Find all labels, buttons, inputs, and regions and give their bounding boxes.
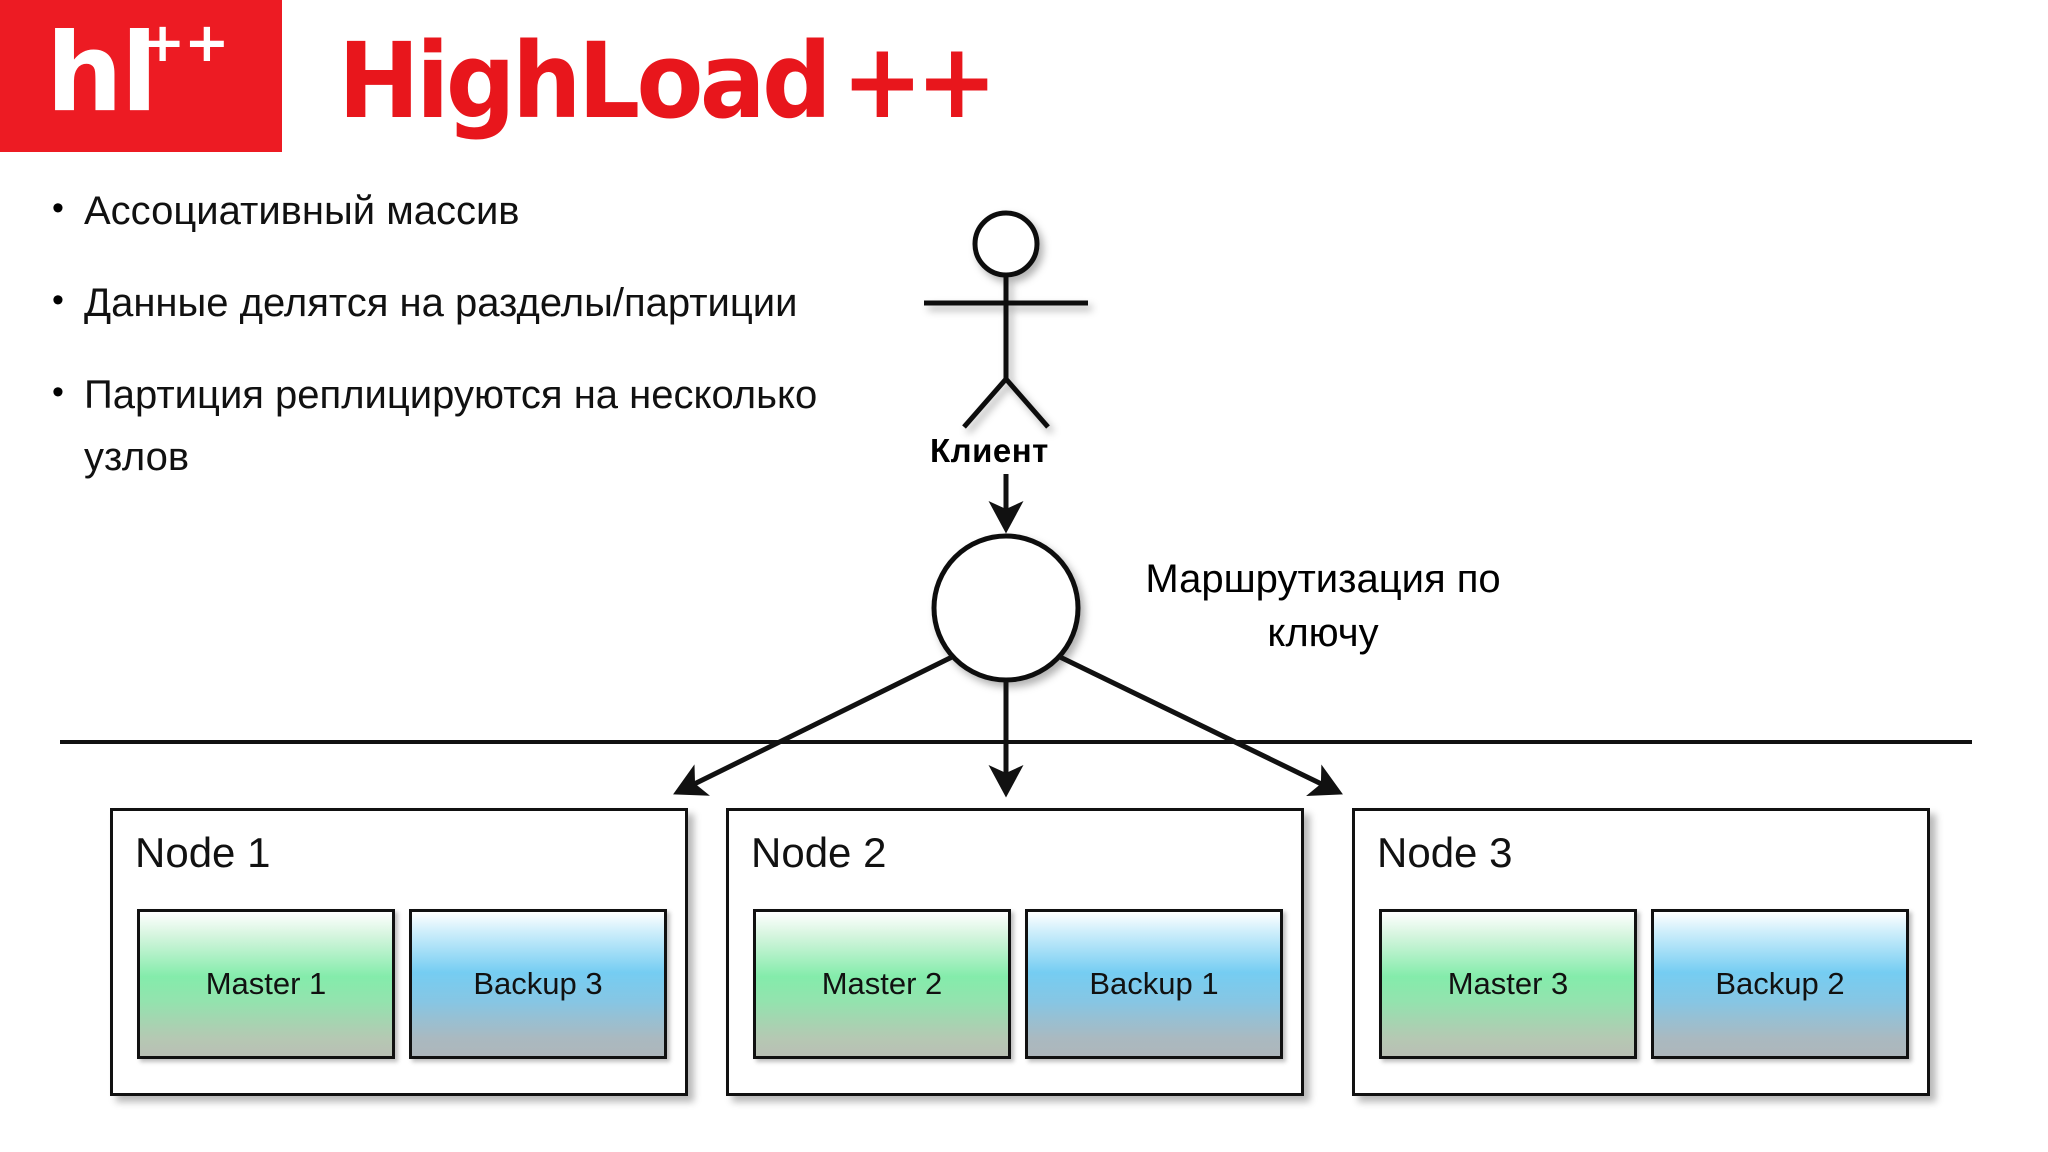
bullet-text: Данные делятся на разделы/партиции	[84, 281, 798, 325]
partition-backup[interactable]: Backup 3	[409, 909, 667, 1059]
client-actor-icon	[924, 210, 1088, 429]
router-to-node3-arrow	[1058, 654, 1343, 796]
bullet-dot-icon: •	[52, 189, 64, 227]
routing-label: Маршрутизация по ключу	[1145, 557, 1501, 655]
bullet-text: Партиция реплицируются на несколько узло…	[84, 373, 818, 479]
router-to-node1-arrow	[673, 654, 954, 796]
list-item: • Данные делятся на разделы/партиции	[44, 272, 884, 334]
bullet-dot-icon: •	[52, 281, 64, 319]
node-box-1[interactable]: Node 1 Master 1 Backup 3	[110, 808, 688, 1096]
client-label: Клиент	[930, 432, 1049, 469]
wordmark-main-text: HighLoad	[338, 20, 832, 142]
partition-master[interactable]: Master 3	[1379, 909, 1637, 1059]
node-title: Node 3	[1377, 829, 1513, 876]
partition-backup[interactable]: Backup 1	[1025, 909, 1283, 1059]
bullet-dot-icon: •	[52, 373, 64, 411]
highload-logo-badge: hl ++	[0, 0, 282, 152]
logo-plusplus-text: ++	[140, 11, 229, 74]
partition-label: Backup 2	[1715, 966, 1845, 1001]
node-title: Node 2	[751, 829, 887, 876]
routing-node-circle	[931, 533, 1081, 683]
partition-label: Master 3	[1447, 966, 1569, 1001]
highload-wordmark: HighLoad++	[338, 20, 998, 142]
partition-label: Master 1	[205, 966, 327, 1001]
partition-backup[interactable]: Backup 2	[1651, 909, 1909, 1059]
partition-label: Master 2	[821, 966, 943, 1001]
partition-master[interactable]: Master 2	[753, 909, 1011, 1059]
wordmark-plus-text: ++	[841, 20, 997, 142]
node-title: Node 1	[135, 829, 271, 876]
partition-label: Backup 1	[1089, 966, 1219, 1001]
logo-hl-text: hl	[46, 11, 158, 136]
bullet-text: Ассоциативный массив	[84, 189, 520, 233]
node-box-3[interactable]: Node 3 Master 3 Backup 2	[1352, 808, 1930, 1096]
list-item: • Партиция реплицируются на несколько уз…	[44, 364, 884, 488]
bullet-list: • Ассоциативный массив • Данные делятся …	[44, 180, 884, 518]
partition-master[interactable]: Master 1	[137, 909, 395, 1059]
list-item: • Ассоциативный массив	[44, 180, 884, 242]
partition-label: Backup 3	[473, 966, 603, 1001]
node-box-2[interactable]: Node 2 Master 2 Backup 1	[726, 808, 1304, 1096]
